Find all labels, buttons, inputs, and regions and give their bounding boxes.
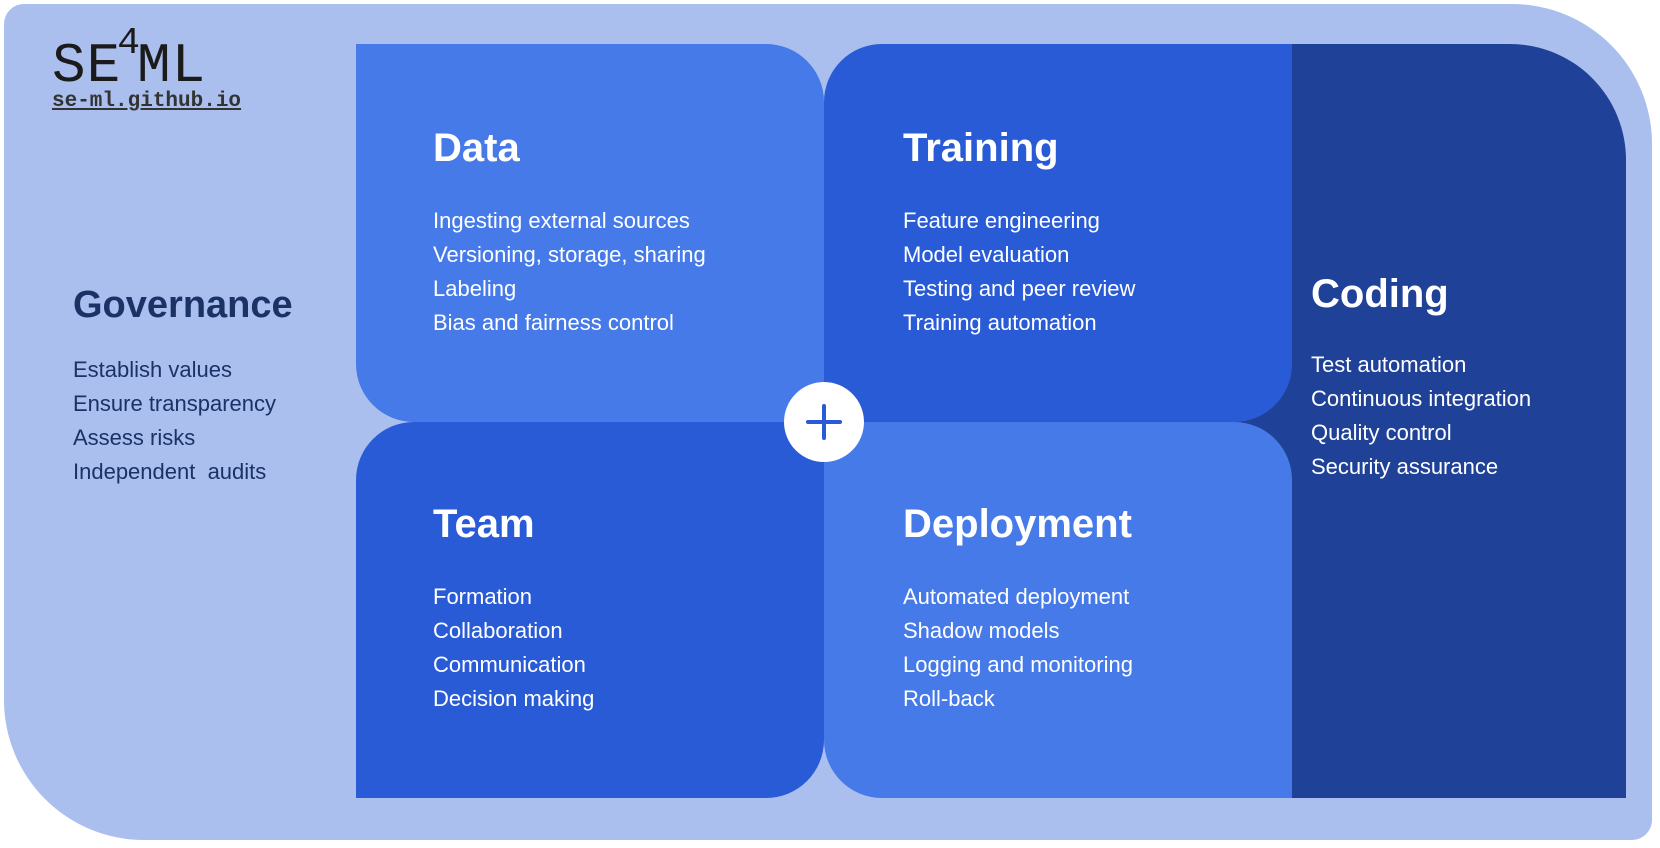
coding-item: Quality control [1311,420,1452,445]
coding-item: Security assurance [1311,454,1499,479]
deployment-item: Shadow models [903,618,1060,643]
team-item: Decision making [433,686,595,711]
plus-icon [784,382,864,462]
governance-title: Governance [73,284,293,326]
coding-title: Coding [1311,272,1449,316]
team-item: Communication [433,652,586,677]
training-title: Training [903,126,1059,170]
team-title: Team [433,502,535,546]
data-panel: Data Ingesting external sources Versioni… [356,44,824,422]
deployment-item: Roll-back [903,686,995,711]
training-item: Feature engineering [903,208,1100,233]
governance-item: Independent audits [73,459,267,484]
plus-icon-glyph [806,404,842,440]
training-item: Testing and peer review [903,276,1136,301]
governance-item: Establish values [73,357,232,382]
coding-item: Test automation [1311,352,1467,377]
team-item: Formation [433,584,533,609]
governance-item: Assess risks [73,425,196,450]
governance-item: Ensure transparency [73,391,276,416]
data-item: Labeling [433,276,517,301]
training-item: Training automation [903,310,1097,335]
logo-superscript: 4 [117,22,142,65]
data-item: Ingesting external sources [433,208,690,233]
deployment-title: Deployment [903,502,1132,546]
deployment-item: Logging and monitoring [903,652,1133,677]
data-item: Bias and fairness control [433,310,674,335]
logo: SE4ML se-ml.github.io [52,22,242,114]
governance-section: Governance Establish values Ensure trans… [73,284,293,489]
data-title: Data [433,126,520,170]
coding-item: Continuous integration [1311,386,1532,411]
training-panel: Training Feature engineering Model evalu… [824,44,1292,422]
deployment-panel: Deployment Automated deployment Shadow m… [824,422,1292,798]
team-panel: Team Formation Collaboration Communicati… [356,422,824,798]
deployment-item: Automated deployment [903,584,1130,609]
logo-url[interactable]: se-ml.github.io [52,90,242,113]
training-item: Model evaluation [903,242,1070,267]
team-item: Collaboration [433,618,563,643]
data-item: Versioning, storage, sharing [433,242,706,267]
logo-title: SE4ML [52,22,207,98]
